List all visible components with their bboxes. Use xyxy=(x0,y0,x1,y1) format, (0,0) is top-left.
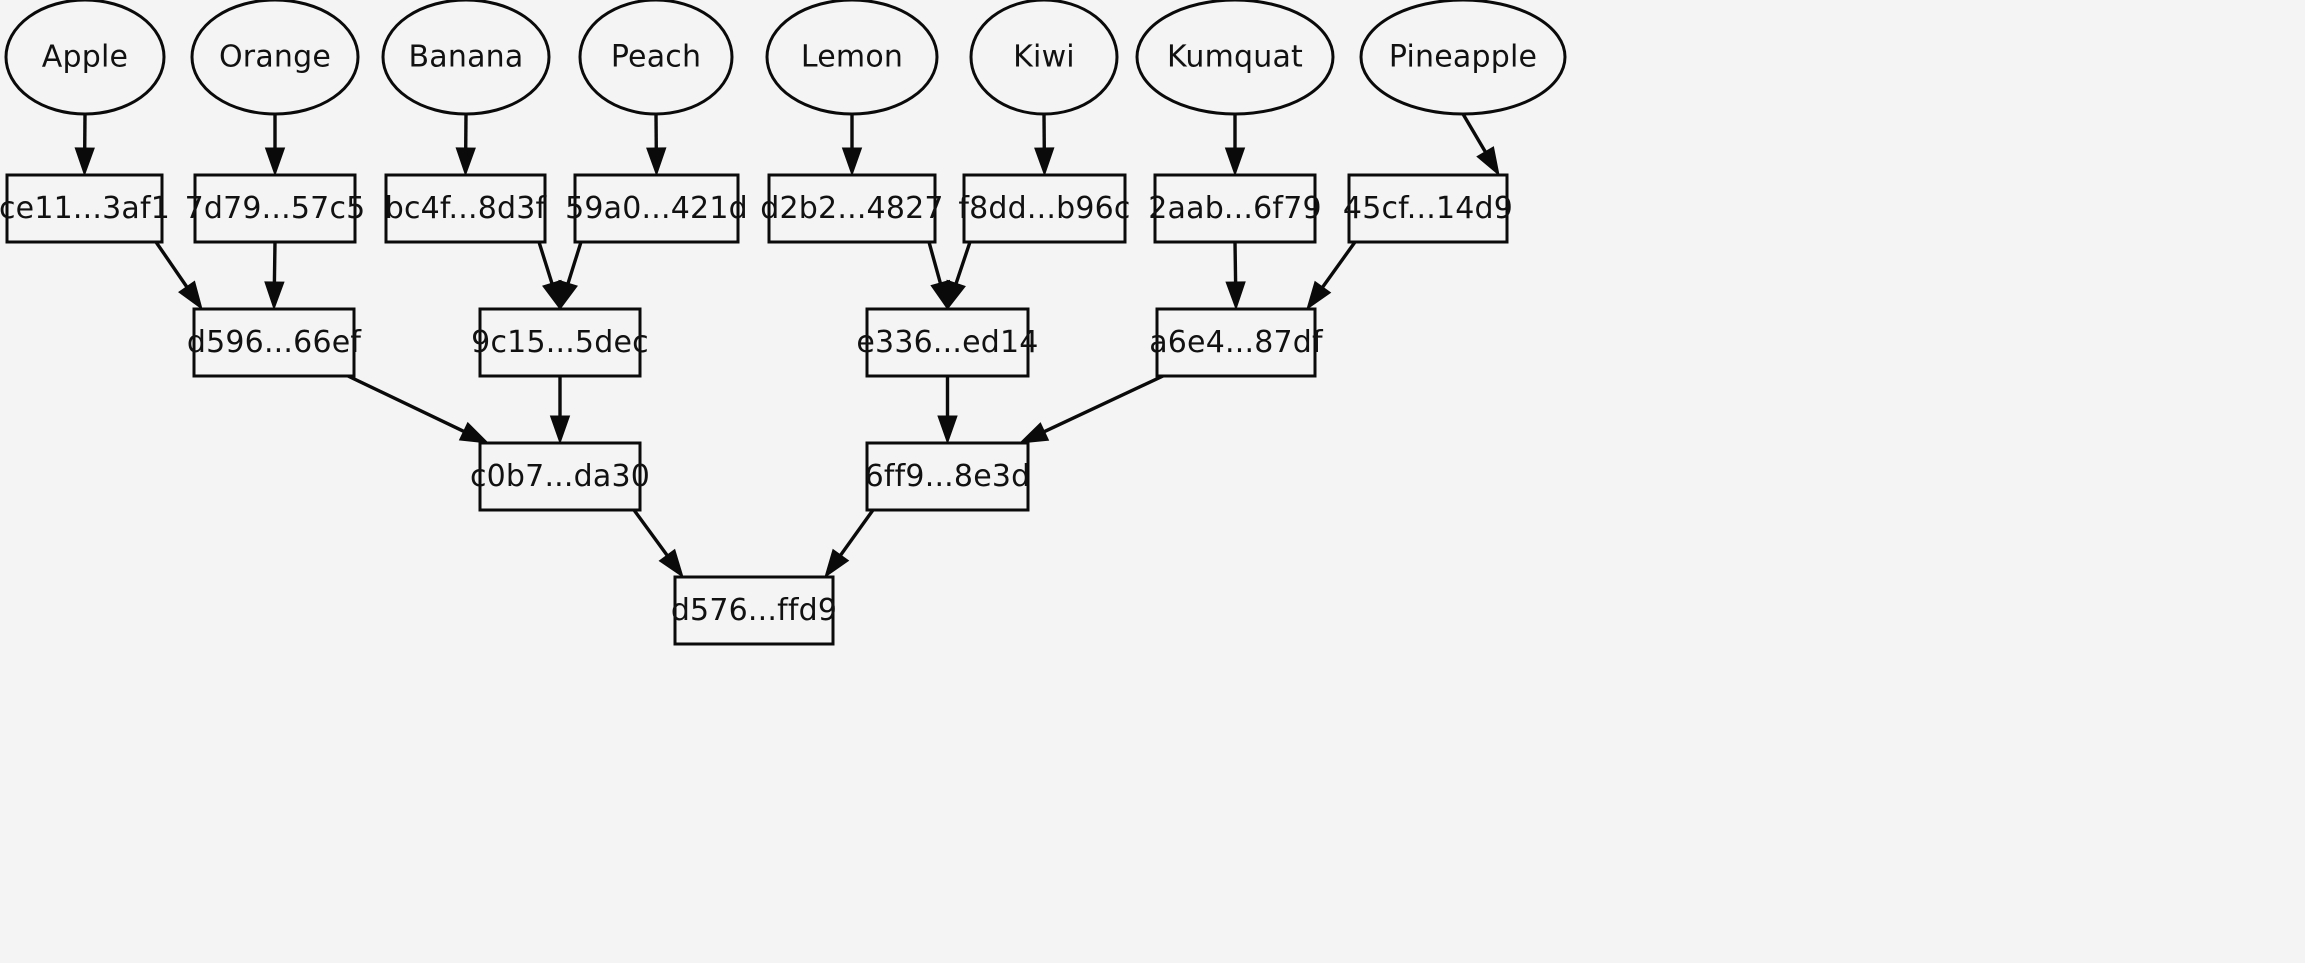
hash-box-leaf-label: ce11...3af1 xyxy=(0,191,170,226)
hash-box-level1[interactable]: a6e4...87df xyxy=(1149,307,1324,378)
ellipse-node-kiwi[interactable]: Kiwi xyxy=(969,0,1119,116)
hash-box-leaf[interactable]: 7d79...57c5 xyxy=(185,173,366,244)
hash-box-level1[interactable]: d596...66ef xyxy=(187,307,363,378)
hash-box-leaf[interactable]: 2aab...6f79 xyxy=(1148,173,1322,244)
edge-leaf-orange-to-hash-7d79 xyxy=(264,114,286,177)
edge-hash-a6e4-to-hash-6ff9 xyxy=(1018,374,1164,444)
hash-box-level1[interactable]: 9c15...5dec xyxy=(471,307,649,378)
hash-box-level1-label: 9c15...5dec xyxy=(471,325,649,360)
hash-box-level1-label: e336...ed14 xyxy=(856,325,1038,360)
ellipse-node-label: Lemon xyxy=(801,40,903,75)
edge-hash-59a0-to-hash-9c15 xyxy=(558,241,583,311)
ellipse-node-label: Orange xyxy=(219,40,331,75)
ellipse-node-apple[interactable]: Apple xyxy=(4,0,166,116)
ellipse-node-lemon[interactable]: Lemon xyxy=(765,0,939,116)
hash-box-leaf-label: 2aab...6f79 xyxy=(1148,191,1322,226)
hash-box-level1-label: d596...66ef xyxy=(187,325,363,360)
edge-hash-45cf-to-hash-a6e4 xyxy=(1306,241,1357,311)
edge-hash-ce11-to-hash-d596 xyxy=(154,241,203,311)
edge-leaf-kiwi-to-hash-f8dd xyxy=(1034,113,1055,177)
ellipse-node-label: Peach xyxy=(611,40,701,75)
ellipse-node-label: Apple xyxy=(42,40,128,75)
hash-box-level2-label: c0b7...da30 xyxy=(470,459,650,494)
ellipse-node-label: Banana xyxy=(409,40,524,75)
edge-hash-bc4f-to-hash-9c15 xyxy=(537,241,562,311)
hash-box-level1[interactable]: e336...ed14 xyxy=(856,307,1038,378)
edge-layer xyxy=(74,113,1500,579)
node-layer: Apple Orange Banana Peach Lemon Kiwi Kumquat Pi… xyxy=(0,0,1567,646)
hash-box-level2[interactable]: c0b7...da30 xyxy=(470,441,650,512)
edge-hash-e336-to-hash-6ff9 xyxy=(937,376,958,445)
ellipse-node-pineapple[interactable]: Pineapple xyxy=(1359,0,1567,116)
hash-box-leaf[interactable]: 59a0...421d xyxy=(565,173,748,244)
hash-box-root-label: d576...ffd9 xyxy=(671,593,837,628)
edge-hash-f8dd-to-hash-e336 xyxy=(946,241,972,311)
hash-box-leaf[interactable]: bc4f...8d3f xyxy=(384,173,548,244)
edge-leaf-peach-to-hash-59a0 xyxy=(646,113,667,177)
edge-hash-6ff9-to-hash-d576 xyxy=(824,509,875,579)
edge-hash-7d79-to-hash-d596 xyxy=(264,241,285,311)
ellipse-node-kumquat[interactable]: Kumquat xyxy=(1135,0,1335,116)
edge-hash-d2b2-to-hash-e336 xyxy=(927,241,951,311)
ellipse-node-label: Kiwi xyxy=(1013,40,1075,75)
edge-leaf-lemon-to-hash-d2b2 xyxy=(841,114,863,177)
hash-box-root[interactable]: d576...ffd9 xyxy=(671,575,837,646)
edge-hash-c0b7-to-hash-d576 xyxy=(632,508,684,579)
hash-box-leaf[interactable]: ce11...3af1 xyxy=(0,173,170,244)
hash-box-leaf-label: 7d79...57c5 xyxy=(185,191,366,226)
edge-leaf-pineapple-to-hash-45cf xyxy=(1461,113,1500,177)
hash-box-level2[interactable]: 6ff9...8e3d xyxy=(865,441,1031,512)
hash-box-level2-label: 6ff9...8e3d xyxy=(865,459,1031,494)
hash-box-leaf-label: d2b2...4827 xyxy=(760,191,943,226)
hash-box-leaf-label: 45cf...14d9 xyxy=(1343,191,1513,226)
edge-leaf-kumquat-to-hash-2aab xyxy=(1224,114,1246,177)
ellipse-node-label: Kumquat xyxy=(1167,40,1303,75)
hash-box-leaf[interactable]: f8dd...b96c xyxy=(958,173,1130,244)
hash-box-leaf[interactable]: d2b2...4827 xyxy=(760,173,944,244)
edge-hash-2aab-to-hash-a6e4 xyxy=(1225,241,1246,311)
hash-box-leaf[interactable]: 45cf...14d9 xyxy=(1343,173,1513,244)
edge-hash-d596-to-hash-c0b7 xyxy=(347,374,490,444)
ellipse-node-banana[interactable]: Banana xyxy=(381,0,551,116)
ellipse-node-peach[interactable]: Peach xyxy=(578,0,734,116)
ellipse-node-label: Pineapple xyxy=(1389,40,1537,75)
hash-box-leaf-label: 59a0...421d xyxy=(565,191,748,226)
hash-box-level1-label: a6e4...87df xyxy=(1149,325,1324,360)
edge-leaf-banana-to-hash-bc4f xyxy=(455,113,476,177)
ellipse-node-orange[interactable]: Orange xyxy=(190,0,360,116)
edge-leaf-apple-to-hash-ce11 xyxy=(74,113,95,177)
hash-box-leaf-label: bc4f...8d3f xyxy=(385,191,548,226)
hash-box-leaf-label: f8dd...b96c xyxy=(958,191,1130,226)
edge-hash-9c15-to-hash-c0b7 xyxy=(549,376,571,445)
